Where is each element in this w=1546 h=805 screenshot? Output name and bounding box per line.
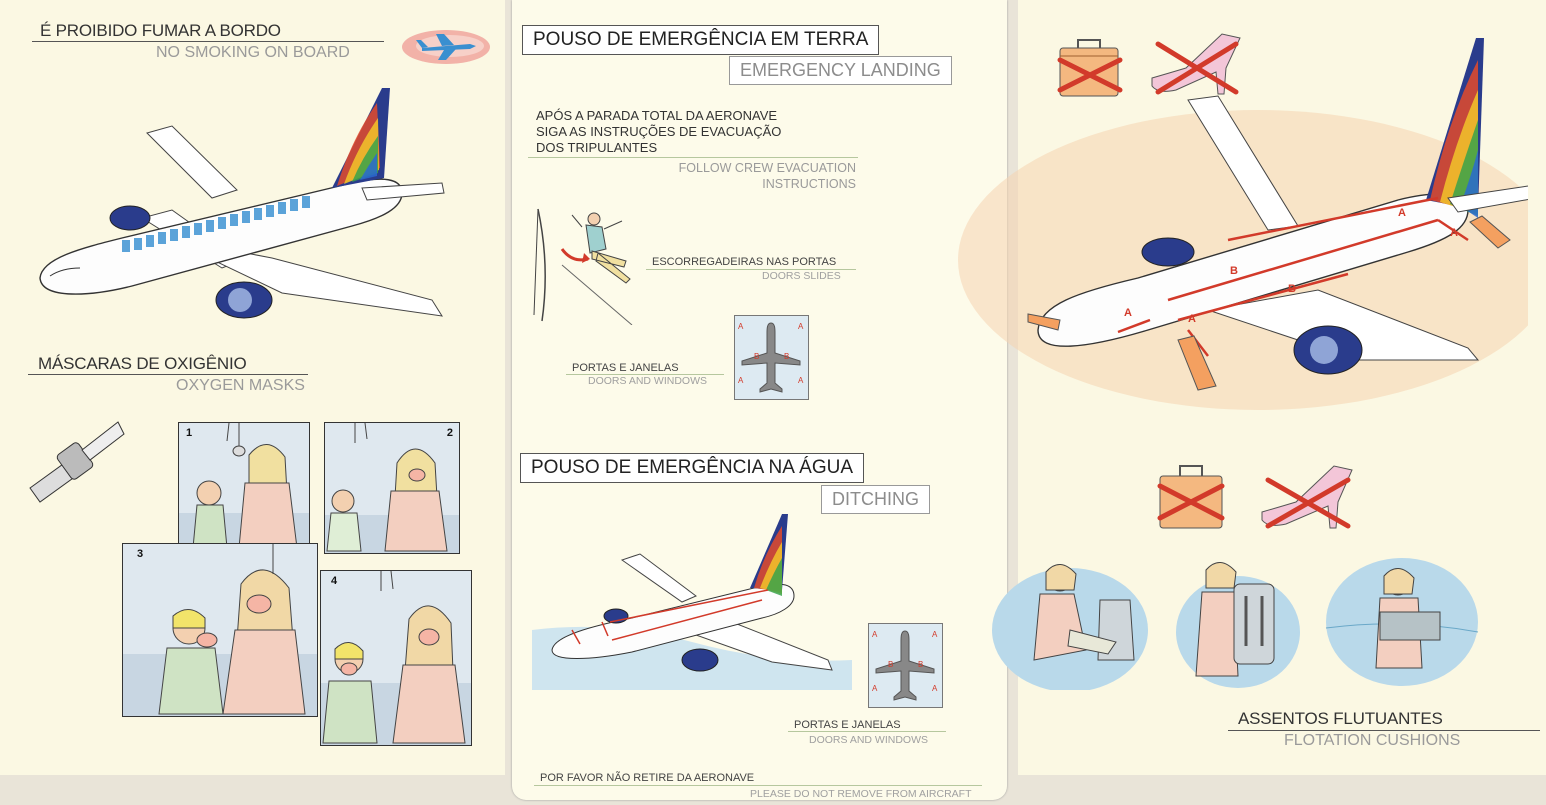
- oxygen-step-frame-3: 3: [122, 543, 318, 717]
- oxygen-masks-title-en: OXYGEN MASKS: [176, 377, 305, 394]
- divider: [534, 785, 982, 786]
- passenger-mask-drop-illustration: [179, 423, 309, 553]
- door-slides-en: DOORS SLIDES: [762, 270, 841, 282]
- exit-label-a: A: [872, 630, 878, 639]
- oxygen-step-frame-4: 4: [320, 570, 472, 746]
- no-smoking-title-en: NO SMOKING ON BOARD: [156, 44, 350, 61]
- evacuation-instructions-en: FOLLOW CREW EVACUATION INSTRUCTIONS: [612, 160, 856, 192]
- instruction-line: DOS TRIPULANTES: [536, 140, 658, 155]
- exit-label-b: B: [888, 660, 893, 669]
- no-smoking-plane-icon: [402, 30, 490, 64]
- flotation-cushions-title-en: FLOTATION CUSHIONS: [1284, 732, 1461, 749]
- exit-label-a: A: [738, 322, 744, 331]
- slide-evacuation-illustration: [533, 208, 633, 325]
- door-slides-pt: ESCORREGADEIRAS NAS PORTAS: [652, 256, 837, 268]
- exit-label-b: B: [784, 352, 789, 361]
- doors-windows-en: DOORS AND WINDOWS: [809, 734, 929, 746]
- passenger-mask-on-illustration: [325, 423, 459, 553]
- evacuation-instructions-pt: APÓS A PARADA TOTAL DA AERONAVE SIGA AS …: [536, 108, 781, 156]
- divider: [788, 731, 946, 732]
- no-high-heels-icon: [1261, 465, 1353, 529]
- emergency-landing-exit-map-aircraft: A A B B A A: [958, 38, 1528, 410]
- exit-label-b: B: [754, 352, 759, 361]
- no-high-heels-icon: [1151, 33, 1241, 95]
- middle-panel: POUSO DE EMERGÊNCIA EM TERRA EMERGENCY L…: [512, 0, 1007, 800]
- no-briefcase-icon: [1157, 465, 1225, 529]
- divider: [566, 374, 724, 375]
- ditching-title-pt: POUSO DE EMERGÊNCIA NA ÁGUA: [520, 453, 865, 483]
- exit-label-b: B: [1288, 283, 1296, 295]
- exit-label-a: A: [1450, 227, 1458, 239]
- oxygen-masks-title-pt: MÁSCARAS DE OXIGÊNIO: [38, 354, 247, 373]
- exit-label-a: A: [1124, 307, 1132, 319]
- oxygen-step-frame-1: 1: [178, 422, 310, 554]
- divider: [528, 157, 858, 158]
- left-panel: É PROIBIDO FUMAR A BORDO NO SMOKING ON B…: [0, 0, 505, 775]
- exit-label-a: A: [932, 684, 938, 693]
- divider: [646, 269, 856, 270]
- doors-windows-pt: PORTAS E JANELAS: [572, 362, 679, 374]
- doors-windows-pt: PORTAS E JANELAS: [794, 719, 901, 731]
- divider: [28, 374, 308, 375]
- both-wearing-masks-illustration: [321, 571, 471, 745]
- step-number: 3: [137, 548, 144, 560]
- emergency-landing-title-en: EMERGENCY LANDING: [729, 56, 952, 85]
- adult-helping-child-illustration: [123, 544, 317, 716]
- exit-label-b: B: [918, 660, 923, 669]
- emergency-landing-title-pt: POUSO DE EMERGÊNCIA EM TERRA: [522, 25, 880, 55]
- flotation-cushions-title-pt: ASSENTOS FLUTUANTES: [1238, 709, 1443, 728]
- cushion-holding-illustration: [1176, 562, 1300, 688]
- exit-label-a: A: [798, 376, 804, 385]
- floating-with-cushion-illustration: [1325, 558, 1479, 686]
- cushion-removal-illustration: [992, 564, 1148, 690]
- no-briefcase-icon: [1057, 39, 1123, 97]
- right-panel: A A B B A A ASSENTOS FLUTUA: [958, 0, 1546, 775]
- instruction-line: APÓS A PARADA TOTAL DA AERONAVE: [536, 108, 778, 123]
- aircraft-cabin-illustration: [39, 88, 445, 319]
- oxygen-step-frame-2: 2: [324, 422, 460, 554]
- instruction-line: INSTRUCTIONS: [762, 177, 856, 191]
- exit-label-a: A: [798, 322, 804, 331]
- exit-map-diagram-icon: A A B B A A: [734, 315, 809, 400]
- footer-notice-en: PLEASE DO NOT REMOVE FROM AIRCRAFT: [750, 788, 972, 800]
- exit-label-b: B: [1230, 265, 1238, 277]
- step-number: 2: [446, 427, 453, 439]
- instruction-line: SIGA AS INSTRUÇÕES DE EVACUAÇÃO: [536, 124, 782, 139]
- ditching-title-en: DITCHING: [821, 485, 930, 514]
- divider: [1228, 730, 1540, 731]
- divider: [32, 41, 384, 42]
- instruction-line: FOLLOW CREW EVACUATION: [678, 161, 856, 175]
- exit-label-a: A: [932, 630, 938, 639]
- footer-notice-pt: POR FAVOR NÃO RETIRE DA AERONAVE: [540, 772, 755, 784]
- step-number: 1: [186, 427, 193, 439]
- exit-label-a: A: [738, 376, 744, 385]
- ditching-aircraft-illustration: [532, 514, 852, 690]
- exit-label-a: A: [872, 684, 878, 693]
- step-number: 4: [331, 575, 338, 587]
- exit-label-a: A: [1188, 313, 1196, 325]
- doors-windows-en: DOORS AND WINDOWS: [588, 375, 708, 387]
- exit-label-a: A: [1398, 207, 1406, 219]
- seatbelt-buckle-icon: [29, 421, 125, 503]
- no-smoking-title-pt: É PROIBIDO FUMAR A BORDO: [40, 21, 281, 40]
- exit-map-diagram-icon: A A B B A A: [868, 623, 943, 708]
